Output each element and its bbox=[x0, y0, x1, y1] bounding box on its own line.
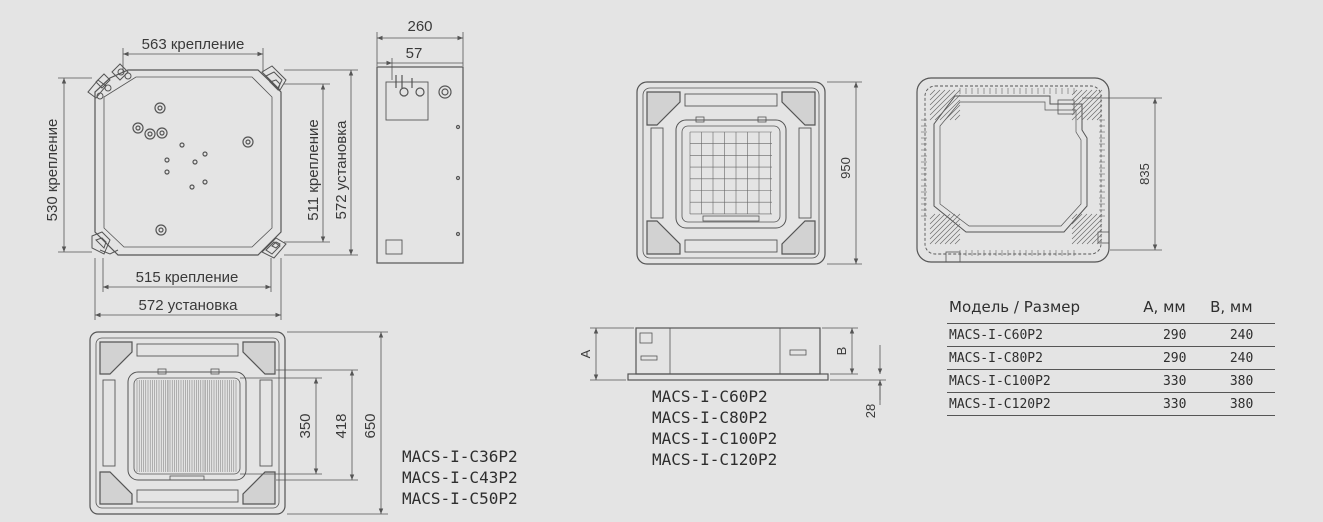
dims-top-view-large bbox=[1082, 97, 1162, 251]
dimensions-table: Модель / Размер A, мм B, мм MACS-I-C60P2… bbox=[947, 295, 1275, 416]
dim-572-horizontal-label: 572 установка bbox=[139, 297, 239, 314]
table-row: MACS-I-C120P2 330 380 bbox=[947, 392, 1275, 416]
cell-b: 240 bbox=[1208, 346, 1275, 370]
cell-model: MACS-I-C100P2 bbox=[947, 369, 1142, 393]
cell-model: MACS-I-C60P2 bbox=[947, 323, 1142, 347]
top-view-large-hatching bbox=[921, 88, 1105, 256]
cell-model: MACS-I-C80P2 bbox=[947, 346, 1142, 370]
dim-563-label: 563 крепление bbox=[142, 36, 245, 53]
model-list-small: MACS-I-C36P2 MACS-I-C43P2 MACS-I-C50P2 bbox=[402, 446, 518, 509]
model-name: MACS-I-C100P2 bbox=[652, 429, 778, 448]
dim-a-label: A bbox=[578, 349, 593, 358]
dim-511-label: 511 крепление bbox=[305, 119, 322, 221]
col-header-a: A, мм bbox=[1141, 295, 1209, 324]
dim-260-label: 260 bbox=[407, 18, 432, 35]
cell-b: 380 bbox=[1208, 369, 1275, 393]
col-header-model: Модель / Размер bbox=[947, 295, 1142, 324]
dim-418-label: 418 bbox=[333, 413, 350, 438]
top-view-small-unit bbox=[87, 63, 287, 259]
unit-body-outline bbox=[94, 69, 282, 256]
cell-a: 330 bbox=[1141, 369, 1209, 393]
model-name: MACS-I-C36P2 bbox=[402, 447, 518, 466]
cell-a: 330 bbox=[1141, 392, 1209, 416]
table-row: MACS-I-C100P2 330 380 bbox=[947, 369, 1275, 393]
dim-b-label: B bbox=[834, 347, 849, 356]
panel-small-grille bbox=[136, 380, 237, 472]
model-name: MACS-I-C50P2 bbox=[402, 489, 518, 508]
table-row: MACS-I-C80P2 290 240 bbox=[947, 346, 1275, 370]
cell-b: 240 bbox=[1208, 323, 1275, 347]
corner-bracket-tl bbox=[87, 63, 132, 100]
side-view-large-unit bbox=[627, 327, 829, 381]
dims-top-view-small bbox=[58, 48, 358, 320]
table-row: MACS-I-C60P2 290 240 bbox=[947, 323, 1275, 347]
dim-530-label: 530 крепление bbox=[44, 119, 61, 222]
model-name: MACS-I-C43P2 bbox=[402, 468, 518, 487]
dims-side-view-small bbox=[376, 32, 464, 80]
panel-large-grid bbox=[689, 131, 772, 215]
dim-515-label: 515 крепление bbox=[136, 269, 239, 286]
corner-bracket-br bbox=[261, 237, 287, 259]
corner-bracket-bl bbox=[91, 231, 119, 255]
cell-model: MACS-I-C120P2 bbox=[947, 392, 1142, 416]
corner-bracket-tr bbox=[261, 65, 287, 91]
cell-a: 290 bbox=[1141, 323, 1209, 347]
cell-b: 380 bbox=[1208, 392, 1275, 416]
model-name: MACS-I-C120P2 bbox=[652, 450, 778, 469]
dim-57-label: 57 bbox=[406, 45, 423, 62]
dims-panel-small bbox=[240, 331, 388, 515]
side-view-small-unit bbox=[376, 66, 464, 264]
dims-panel-large bbox=[827, 81, 862, 265]
panel-large-front bbox=[636, 81, 826, 265]
dims-side-view-large bbox=[590, 327, 886, 405]
model-list-large: MACS-I-C60P2 MACS-I-C80P2 MACS-I-C100P2 … bbox=[652, 386, 777, 470]
dim-835-label: 835 bbox=[1137, 163, 1152, 185]
model-name: MACS-I-C80P2 bbox=[652, 408, 768, 427]
model-name: MACS-I-C60P2 bbox=[652, 387, 768, 406]
col-header-b: B, мм bbox=[1208, 295, 1275, 324]
dim-950-label: 950 bbox=[838, 157, 853, 179]
cell-a: 290 bbox=[1141, 346, 1209, 370]
table-header-row: Модель / Размер A, мм B, мм bbox=[947, 295, 1275, 324]
dim-572-vertical-label: 572 установка bbox=[333, 120, 350, 220]
dim-650-label: 650 bbox=[362, 413, 379, 438]
dim-28-label: 28 bbox=[863, 404, 878, 418]
panel-small-front bbox=[89, 331, 286, 515]
top-view-large-unit bbox=[916, 77, 1110, 263]
dim-350-label: 350 bbox=[297, 413, 314, 438]
